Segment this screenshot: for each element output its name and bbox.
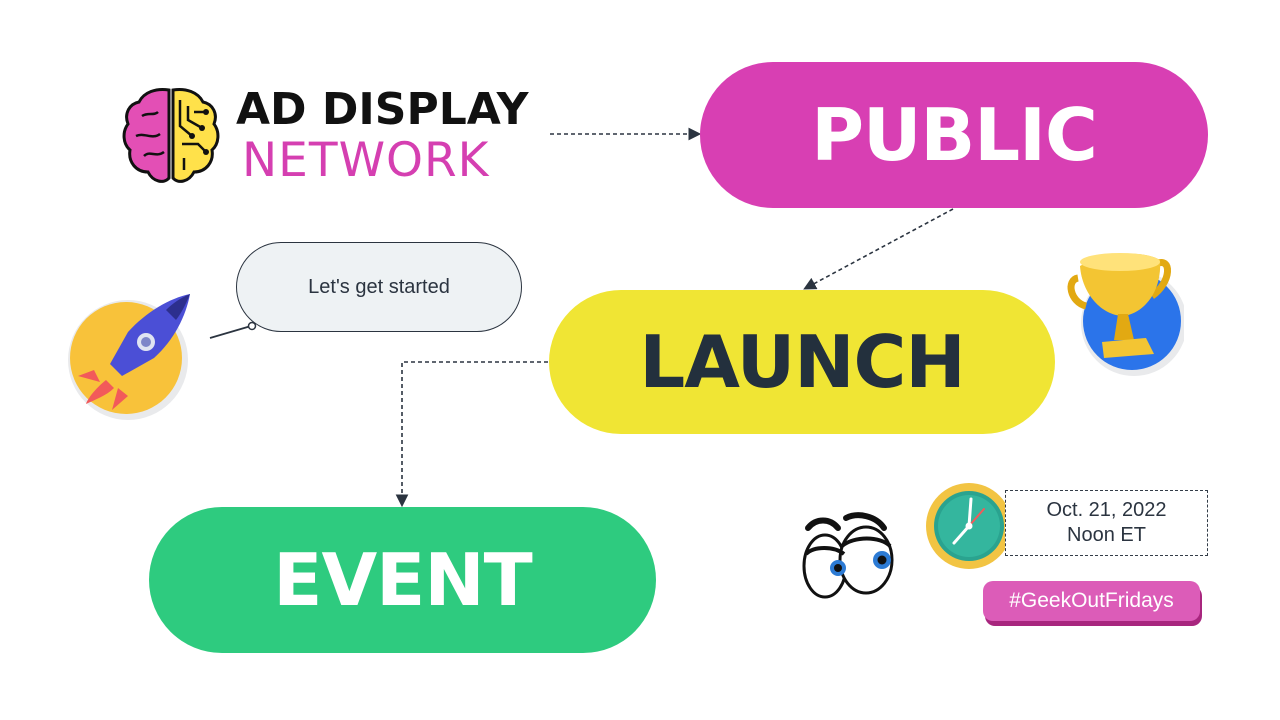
clock-icon [926,483,1012,569]
bubble-pointer-dot [247,321,257,331]
event-datetime: Oct. 21, 2022 Noon ET [1005,490,1208,556]
connector-launch-to-event [395,361,548,508]
speech-bubble: Let's get started [236,242,522,332]
cartoon-eyes-icon [802,512,894,599]
launch-pill: LAUNCH [549,290,1055,434]
logo-subtitle: NETWORK [242,133,490,188]
event-date: Oct. 21, 2022 [1046,499,1167,521]
public-pill: PUBLIC [700,62,1208,208]
trophy-icon [1067,253,1184,376]
hashtag-badge: #GeekOutFridays [983,581,1200,621]
event-time: Noon ET [1067,524,1146,546]
connector-public-to-launch [803,208,954,290]
brain-circuit-icon [122,88,220,183]
logo-title: AD DISPLAY [236,84,529,135]
rocket-icon [68,294,190,420]
bubble-pointer [209,325,252,339]
event-pill: EVENT [149,507,656,653]
